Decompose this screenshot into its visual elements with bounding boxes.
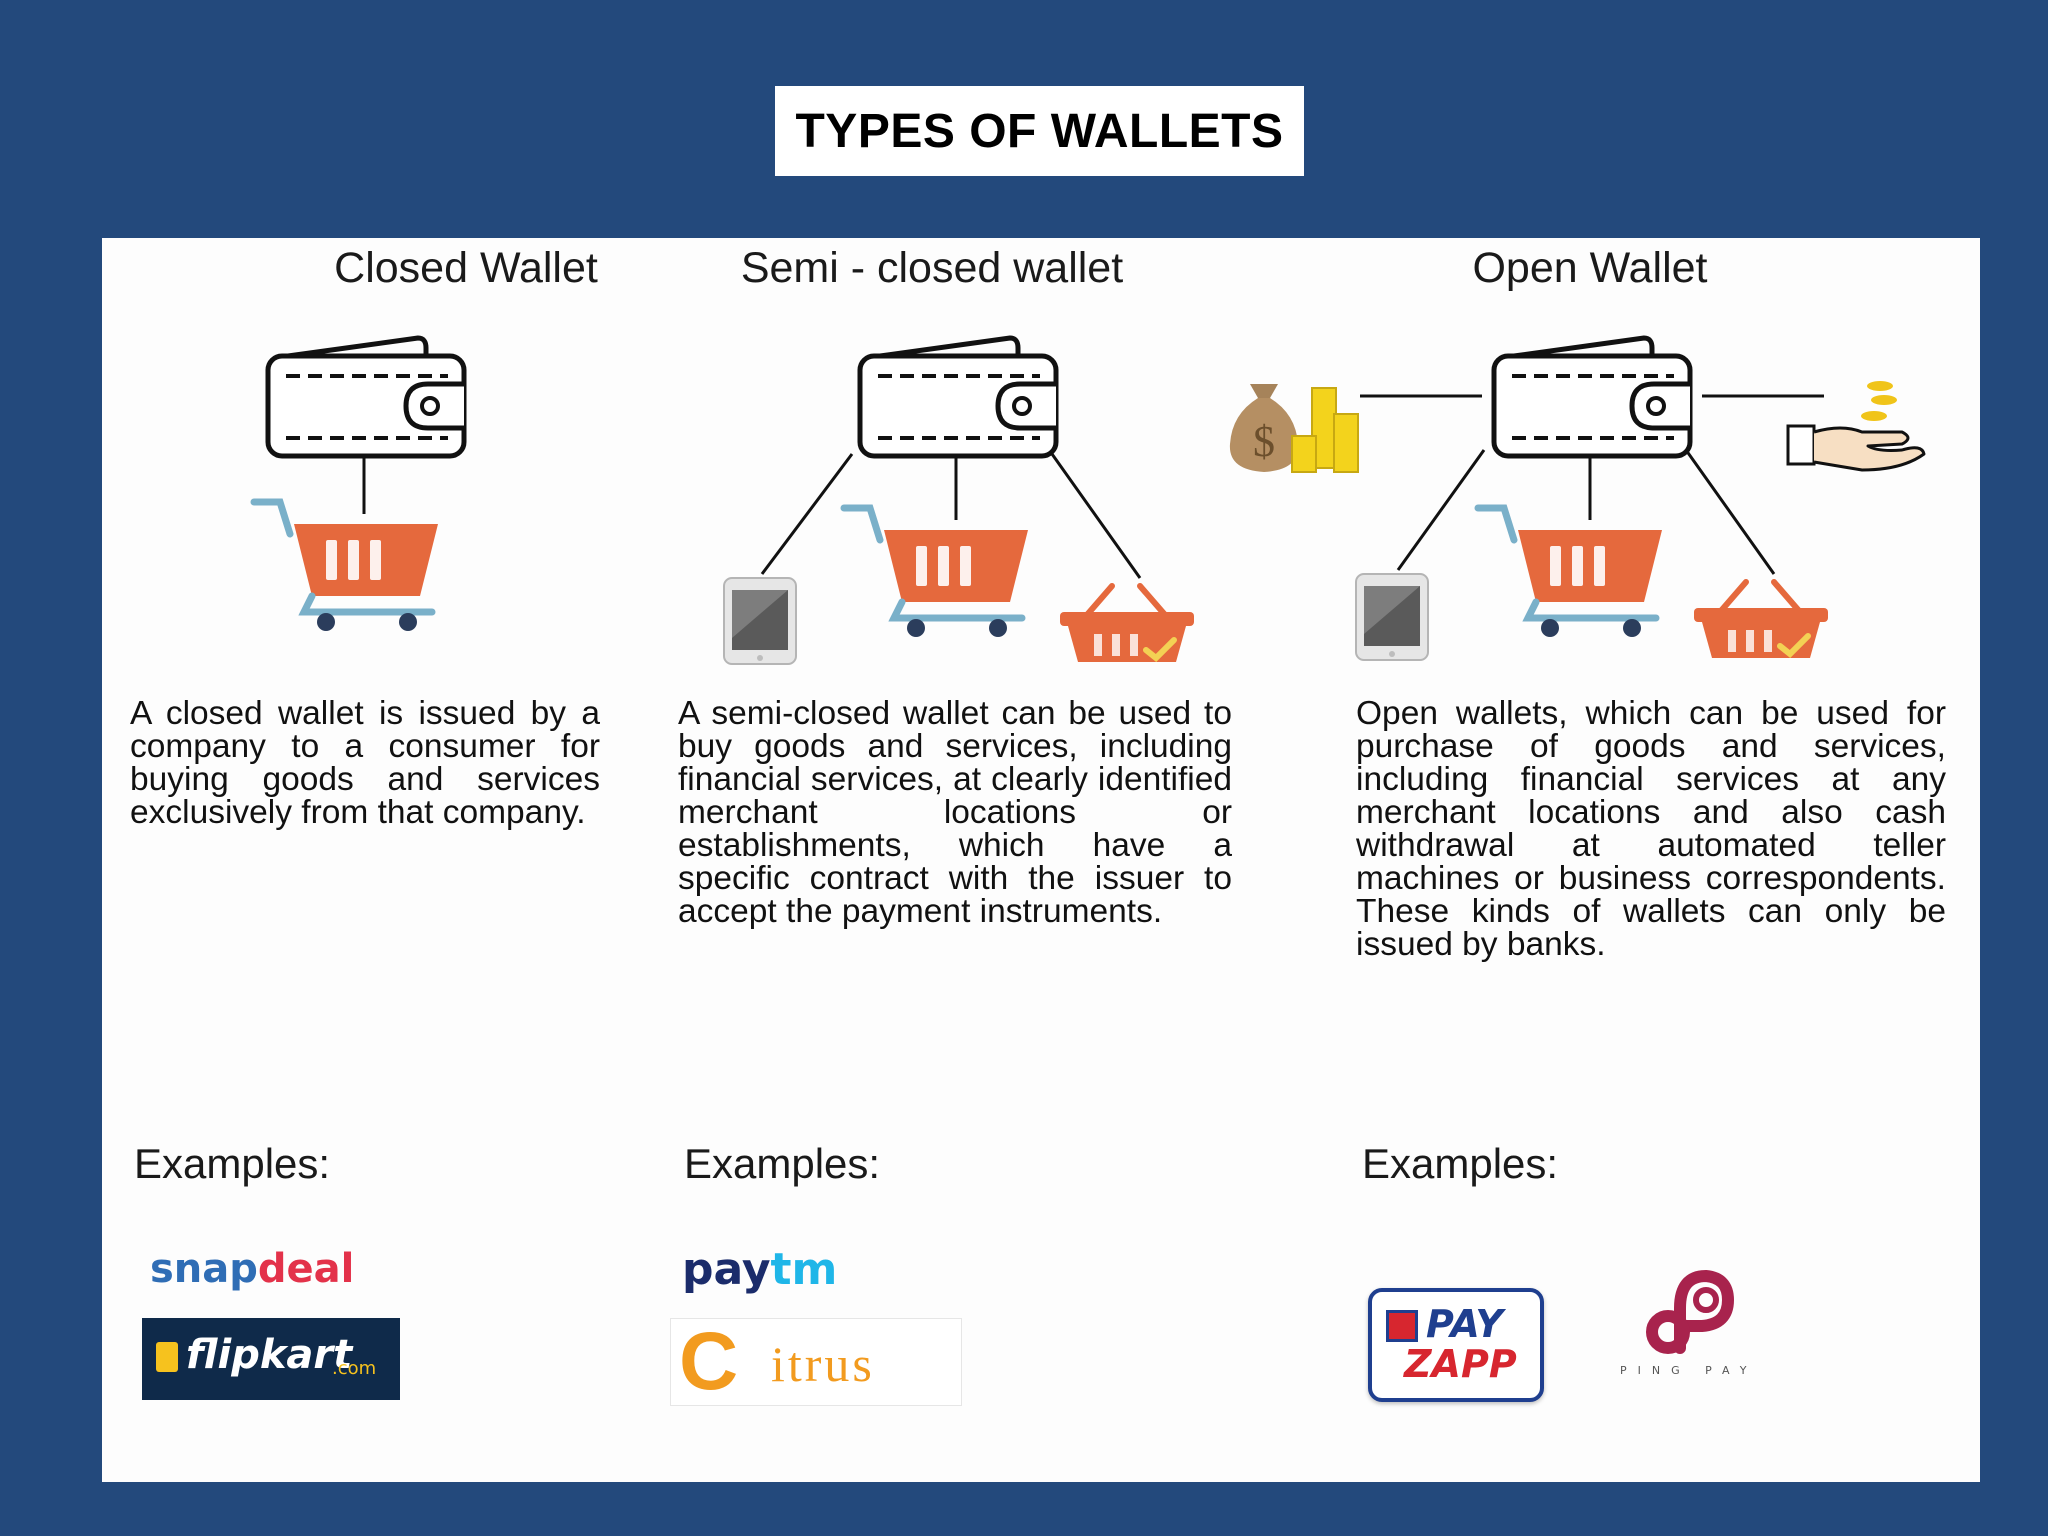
payzapp-logo: PAY ZAPP	[1368, 1288, 1544, 1402]
open-shopping-cart-icon	[1478, 508, 1662, 637]
closed-examples-label: Examples:	[134, 1140, 331, 1187]
flipkart-logo: flipkart .com	[142, 1318, 400, 1400]
flipkart-logo-text: flipkart	[186, 1332, 353, 1378]
connector-line	[1396, 449, 1486, 571]
citrus-logo-c: C	[679, 1316, 739, 1407]
payzapp-mark-icon	[1386, 1310, 1418, 1342]
connector-line	[760, 453, 854, 575]
semi-shopping-basket-icon	[1060, 586, 1194, 662]
open-wallet-icon	[1494, 338, 1690, 456]
semi-closed-wallet-icon	[860, 338, 1056, 456]
pingpay-mark-icon	[1646, 1269, 1735, 1354]
closed-wallet-icon	[268, 338, 464, 456]
flipkart-logo-suffix: .com	[332, 1358, 377, 1379]
hand-with-coins-icon	[1786, 381, 1926, 472]
open-wallet-description: Open wallets, which can be used for purc…	[1356, 695, 1946, 963]
closed-wallet-heading: Closed Wallet	[334, 244, 598, 292]
semi-smartphone-icon	[723, 577, 797, 665]
citrus-logo: C itrus	[670, 1318, 962, 1406]
money-bag-icon: $	[1229, 384, 1299, 472]
semi-closed-wallet-description: A semi-closed wallet can be used to buy …	[678, 695, 1232, 930]
citrus-logo-text: itrus	[771, 1336, 875, 1392]
flipkart-cart-icon	[156, 1342, 178, 1372]
wallet-types-panel: Closed Wallet Semi - closed wallet Open …	[102, 238, 1980, 1482]
connector-line	[1684, 449, 1776, 575]
payzapp-logo-pay: PAY	[1426, 1302, 1503, 1346]
slide-title-box: TYPES OF WALLETS	[775, 86, 1304, 176]
coins-icon	[1291, 387, 1359, 473]
slide-title: TYPES OF WALLETS	[795, 104, 1284, 158]
snapdeal-logo: snapdeal	[150, 1246, 355, 1292]
pingpay-logo-text: PING PAY	[1620, 1364, 1758, 1377]
payzapp-logo-zapp: ZAPP	[1404, 1342, 1517, 1386]
semi-closed-examples-label: Examples:	[684, 1140, 881, 1187]
closed-wallet-description: A closed wallet is issued by a company t…	[130, 695, 600, 831]
pingpay-logo: PING PAY	[1602, 1268, 1772, 1398]
open-shopping-basket-icon	[1694, 582, 1828, 658]
semi-closed-wallet-heading: Semi - closed wallet	[740, 244, 1124, 292]
paytm-logo: paytm	[682, 1244, 838, 1295]
svg-text:$: $	[1253, 417, 1275, 466]
open-examples-label: Examples:	[1362, 1140, 1559, 1187]
connector-line	[1050, 453, 1142, 579]
open-smartphone-icon	[1355, 573, 1429, 661]
wallet-diagrams: $	[102, 238, 1926, 665]
open-wallet-heading: Open Wallet	[1472, 244, 1708, 292]
semi-shopping-cart-icon	[844, 508, 1028, 637]
closed-shopping-cart-icon	[254, 502, 438, 631]
